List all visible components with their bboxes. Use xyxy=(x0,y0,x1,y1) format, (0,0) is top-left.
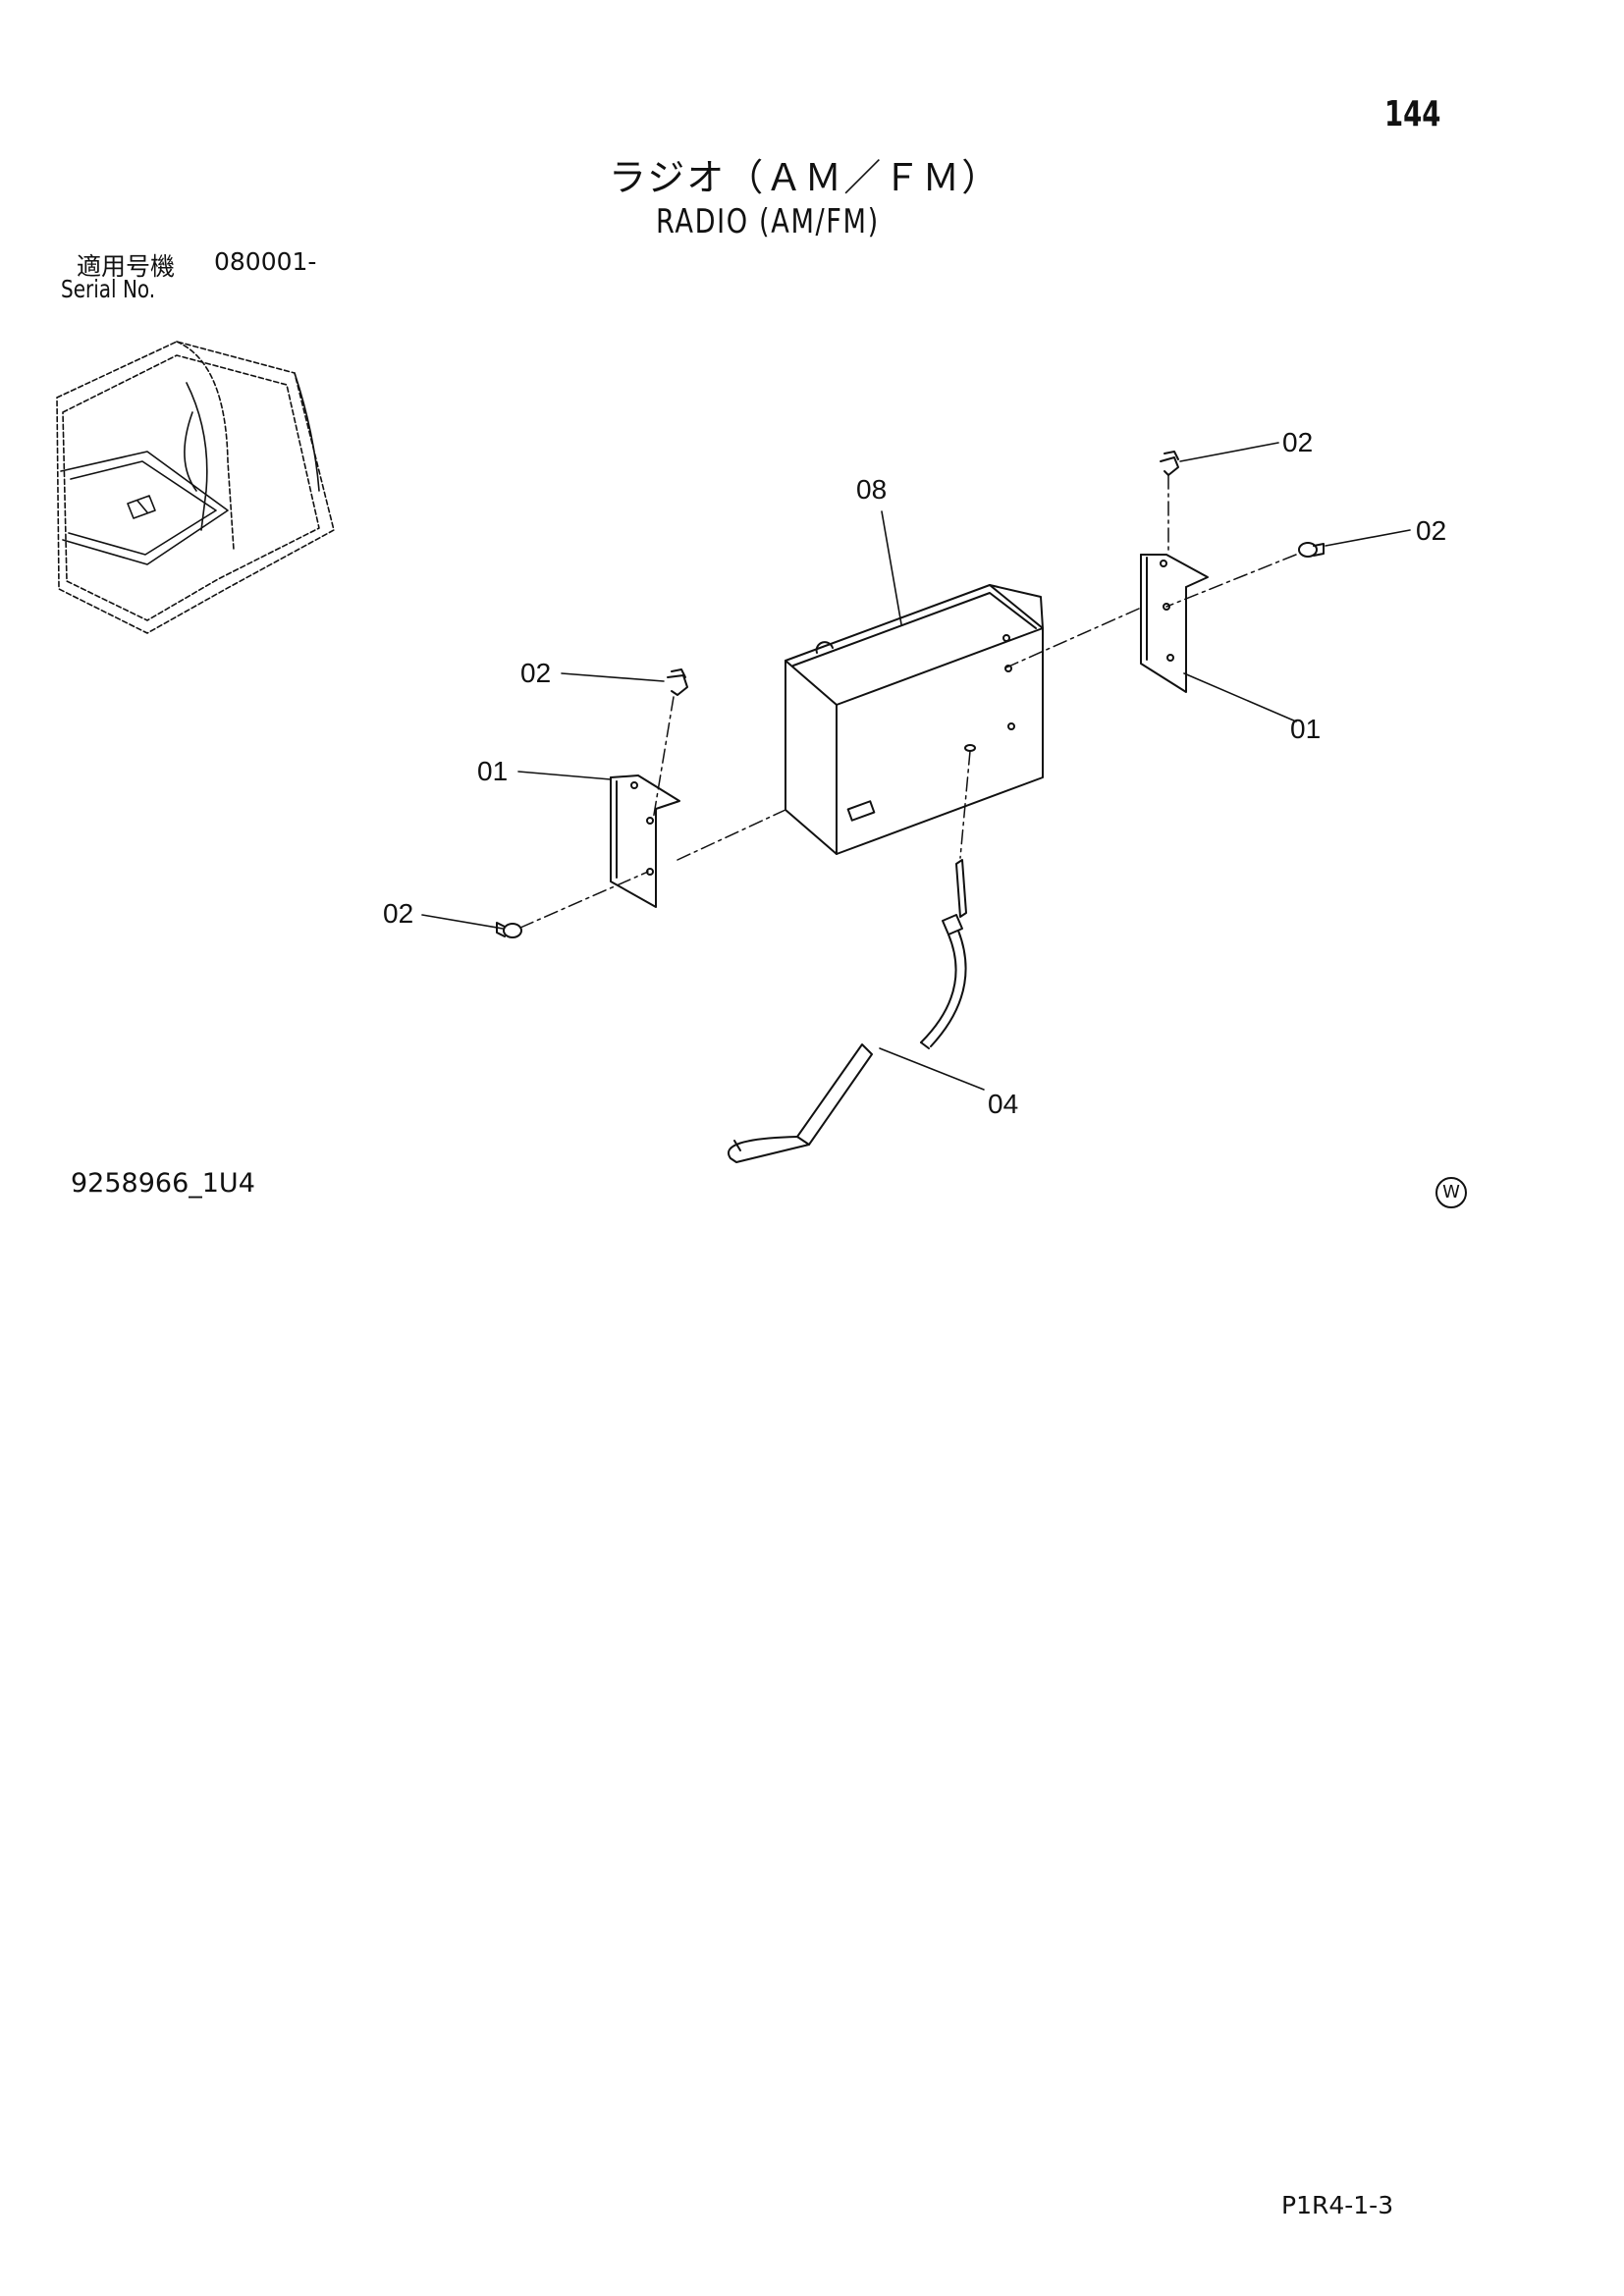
callout-08: 08 xyxy=(856,474,887,505)
screw-02-left-upper xyxy=(667,668,688,696)
bracket-01-right xyxy=(1140,554,1209,693)
callout-01-right: 01 xyxy=(1290,714,1321,744)
screw-02-top xyxy=(1160,451,1179,476)
callout-02-top: 02 xyxy=(1282,427,1313,457)
callout-01-left: 01 xyxy=(477,756,508,786)
radio-unit-08 xyxy=(785,584,1044,855)
callout-02-left-upper: 02 xyxy=(520,658,551,688)
callout-02-right: 02 xyxy=(1416,515,1446,546)
assembly-center-lines xyxy=(519,474,1297,929)
screw-02-left-lower xyxy=(496,922,522,938)
antenna-cable-04 xyxy=(728,859,967,1163)
leader-lines xyxy=(421,442,1411,1091)
serial-label-english: Serial No. xyxy=(61,275,156,303)
screw-02-right xyxy=(1298,542,1325,558)
footer-page-code: P1R4-1-3 xyxy=(1281,2191,1394,2219)
page-number: 144 xyxy=(1384,94,1441,134)
cab-location-inset xyxy=(56,341,335,634)
serial-number-value: 080001- xyxy=(214,247,317,276)
serial-label-japanese: 適用号機 xyxy=(77,252,176,281)
page-title-english: RADIO (AM/FM) xyxy=(656,202,880,241)
bracket-01-left xyxy=(610,774,680,908)
drawing-code: 9258966_1U4 xyxy=(71,1168,255,1199)
callout-04: 04 xyxy=(988,1089,1018,1119)
callout-02-left-lower: 02 xyxy=(383,898,413,929)
w-mark-icon: W xyxy=(1435,1177,1467,1208)
page-title-japanese: ラジオ（ＡＭ／ＦＭ） xyxy=(609,156,1001,199)
